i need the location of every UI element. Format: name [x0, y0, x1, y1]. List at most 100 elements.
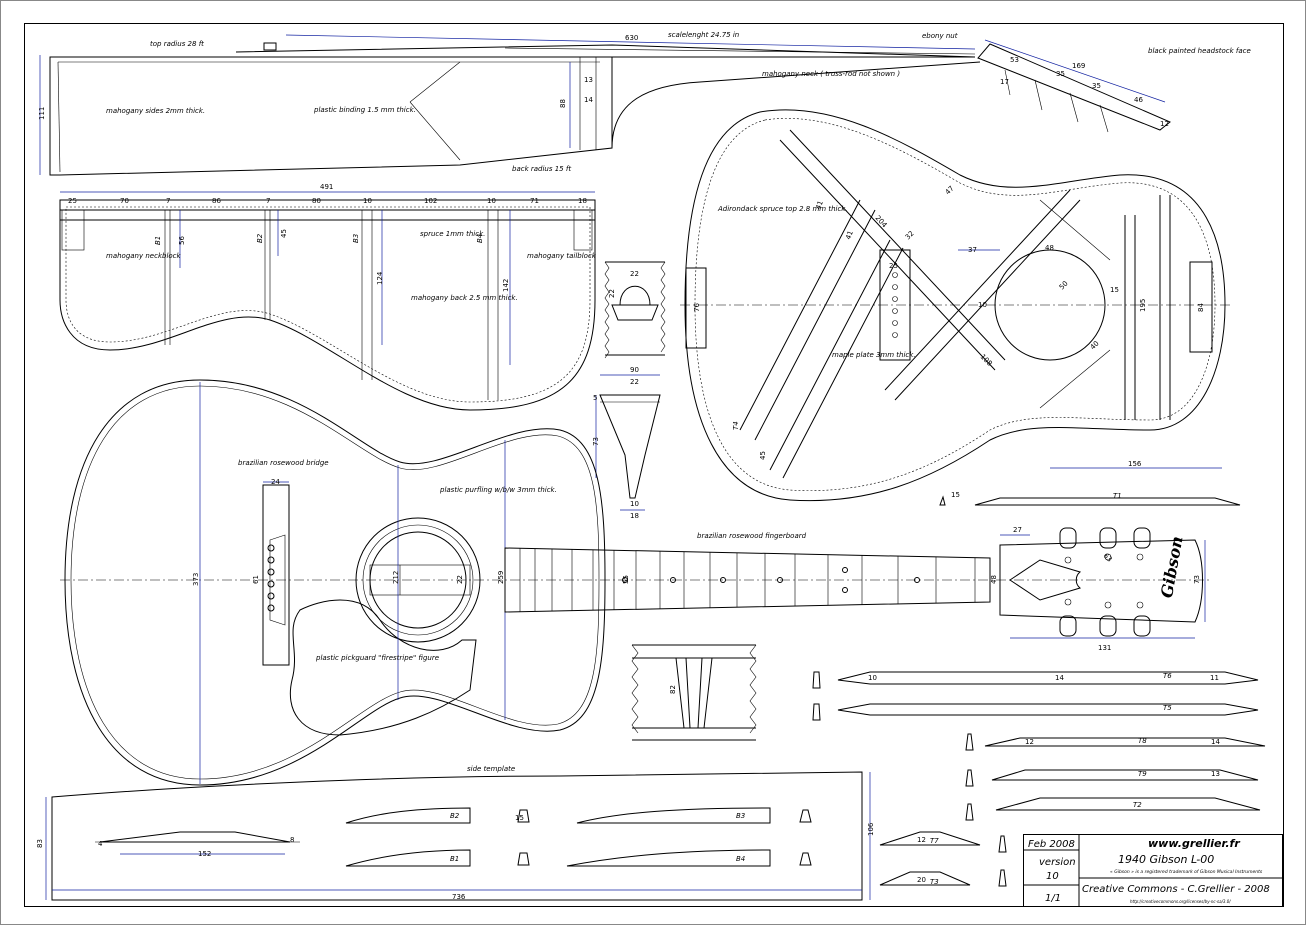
bar-label-t3: T3 — [930, 878, 939, 886]
saddle-dim-5: 5 — [593, 394, 597, 402]
top-dim-10: 10 — [978, 301, 987, 309]
bar-dim-12b: 12 — [917, 836, 926, 844]
tone-bars — [812, 671, 1266, 887]
side-dim-83: 83 — [36, 839, 44, 848]
bar-dim-12a: 12 — [1025, 738, 1034, 746]
hs-dim-131: 131 — [1098, 644, 1111, 652]
dim-491: 491 — [320, 183, 333, 191]
title-main: 1940 Gibson L-00 — [1118, 853, 1214, 866]
maple-plate-label: maple plate 3mm thick. — [832, 351, 916, 359]
top-dim-41b: 41 — [844, 230, 855, 241]
back-seg-5: 7 — [266, 197, 270, 205]
title-trademark: « Gibson » is a registered trademark of … — [1110, 869, 1263, 875]
saddle-dim-10: 10 — [630, 500, 639, 508]
side-template-label: side template — [467, 765, 515, 773]
pickguard-label: plastic pickguard "firestripe" figure — [315, 654, 439, 662]
body-dim-373: 373 — [192, 573, 200, 586]
brace-label-b1: B1 — [450, 855, 459, 863]
back-seg-1: 25 — [68, 197, 77, 205]
waist-dim-259: 259 — [497, 571, 505, 584]
fb-dim-48: 48 — [990, 575, 998, 584]
top-dim-40: 40 — [1089, 339, 1101, 351]
title-block — [1023, 834, 1283, 907]
title-version: 10 — [1046, 871, 1059, 882]
soundhole-dim-212: 212 — [392, 571, 400, 584]
dim-14: 14 — [584, 96, 593, 104]
bar-label-t5: T5 — [1163, 704, 1172, 712]
brace-height-b3: 124 — [376, 271, 384, 285]
bar-dim-13a: 13 — [1211, 770, 1220, 778]
ebony-nut-label: ebony nut — [922, 32, 958, 40]
side-dim-8: 8 — [290, 836, 294, 844]
top-dim-25: 25 — [889, 262, 898, 270]
head-dim-35b: 35 — [1092, 82, 1101, 90]
head-dim-46: 46 — [1134, 96, 1143, 104]
mahogany-neck-label: mahogany neck ( truss-rod not shown ) — [762, 70, 900, 78]
plastic-binding-label: plastic binding 1.5 mm thick. — [313, 106, 416, 114]
bar-label-t9: T9 — [1138, 770, 1147, 778]
saddle-dim-90: 90 — [630, 366, 639, 374]
top-dim-47: 47 — [944, 184, 956, 196]
title-website: www.grellier.fr — [1148, 837, 1240, 850]
bridge-dim-22: 22 — [630, 270, 639, 278]
brace-height-b4: 142 — [502, 279, 510, 292]
saddle-dim-73: 73 — [592, 437, 600, 446]
top-dim-15b: 15 — [951, 491, 960, 499]
top-dim-45: 45 — [759, 451, 767, 460]
bar-dim-14b: 14 — [1211, 738, 1220, 746]
title-license: Creative Commons - C.Grellier - 2008 — [1082, 884, 1270, 895]
title-date: Feb 2008 — [1028, 839, 1075, 850]
bar-label-t6: T6 — [1163, 672, 1172, 680]
top-dim-48: 48 — [1045, 244, 1054, 252]
top-dim-76: 76 — [693, 303, 701, 312]
front-view — [60, 379, 1210, 786]
adirondack-top-label: Adirondack spruce top 2.8 mm thick. — [717, 205, 848, 213]
bridge-dim-61: 61 — [252, 575, 260, 584]
bar-label-t2: T2 — [1133, 801, 1142, 809]
tailblock-label: mahogany tailblock — [527, 252, 597, 260]
bar-dim-20: 20 — [917, 876, 926, 884]
head-dim-12: 12 — [1160, 120, 1169, 128]
top-dim-195: 195 — [1139, 299, 1147, 312]
bridge-dim-22b: 22 — [608, 289, 616, 298]
bar-t1 — [974, 497, 1241, 506]
saddle-dim-18: 18 — [630, 512, 639, 520]
tone-bar-t1: T1 — [1113, 492, 1122, 500]
dim-88: 88 — [559, 99, 567, 108]
side-dim-106: 106 — [867, 822, 875, 836]
title-version-label: version — [1039, 857, 1076, 868]
back-seg-2: 70 — [120, 197, 129, 205]
bar-dim-15: 15 — [515, 814, 524, 822]
brace-label-b3: B3 — [736, 812, 745, 820]
top-dim-41a: 41 — [814, 200, 825, 211]
soundhole-dim-22: 22 — [456, 575, 464, 584]
title-sheet: 1/1 — [1045, 893, 1061, 904]
bar-dim-10a: 10 — [868, 674, 877, 682]
bar-label-t8: T8 — [1138, 737, 1147, 745]
tuners-front — [1059, 527, 1151, 637]
back-view — [59, 191, 596, 411]
purfling-label: plastic purfling w/b/w 3mm thick. — [439, 486, 557, 494]
back-seg-3: 7 — [166, 197, 170, 205]
block-dim-82: 82 — [669, 685, 677, 694]
back-seg-9: 10 — [487, 197, 496, 205]
dim-111: 111 — [38, 107, 46, 120]
saddle-dim-22: 22 — [630, 378, 639, 386]
neckblock-label: mahogany neckblock — [106, 252, 182, 260]
hs-dim-73: 73 — [1193, 575, 1201, 584]
brace-height-b1: 56 — [178, 236, 186, 245]
brace-label-b4: B4 — [736, 855, 745, 863]
brace-name-b3: B3 — [352, 234, 360, 243]
scale-length-label: scalelenght 24.75 in — [668, 31, 739, 39]
top-bracing-view — [680, 109, 1230, 502]
back-seg-4: 86 — [212, 197, 221, 205]
brace-height-b2: 45 — [280, 229, 288, 238]
bar-dim-11a: 11 — [1210, 674, 1219, 682]
top-dim-15: 15 — [1110, 286, 1119, 294]
brace-label-b2: B2 — [450, 812, 460, 820]
dim-13: 13 — [584, 76, 593, 84]
mahogany-sides-label: mahogany sides 2mm thick. — [106, 107, 205, 115]
brace-name-b4: B4 — [476, 234, 484, 243]
